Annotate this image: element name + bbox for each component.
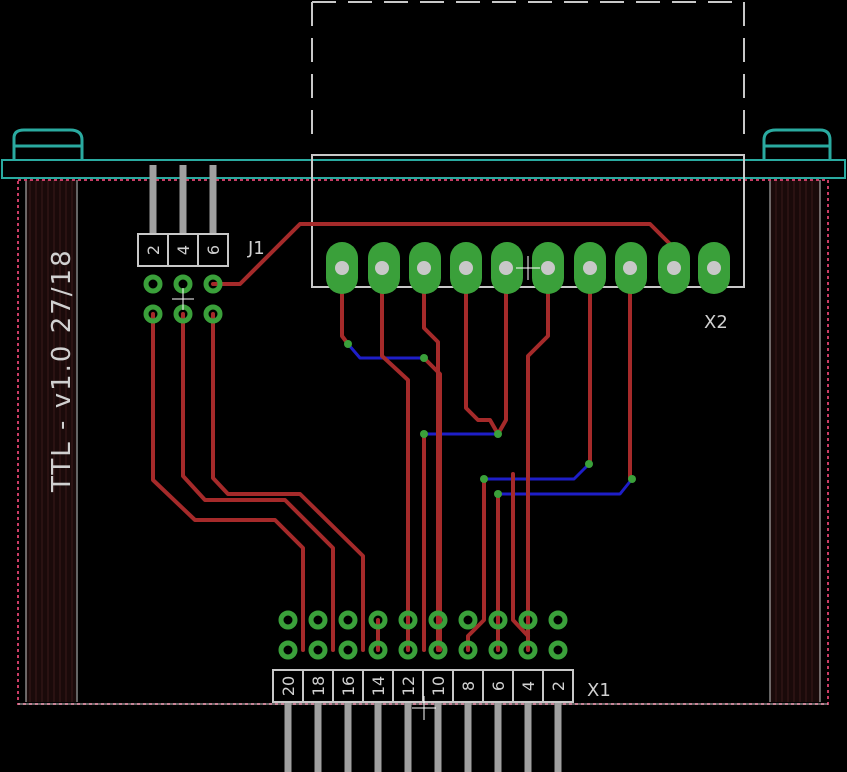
- x2-pads: [326, 242, 730, 294]
- x2-outline-dashed: [311, 1, 745, 135]
- x1-header: 20 18 16 14 12 10 8 6 4 2: [272, 610, 574, 772]
- mounting-tab-right: [762, 128, 832, 160]
- x2-pad: [409, 242, 441, 294]
- j1-pin-label: 4: [174, 245, 193, 255]
- side-rail-right: [769, 180, 821, 702]
- x1-pin-label: 4: [519, 681, 538, 691]
- x2-pad: [574, 242, 606, 294]
- x2-pad: [491, 242, 523, 294]
- x2-body: [311, 154, 745, 288]
- x2-label: X2: [704, 312, 728, 333]
- j1-pin-label: 6: [204, 245, 223, 255]
- top-layer-traces: [151, 222, 676, 652]
- x2-pad: [658, 242, 690, 294]
- x1-pin-label: 10: [429, 676, 448, 696]
- x1-pin-label: 6: [489, 681, 508, 691]
- j1-label: J1: [247, 238, 265, 259]
- x1-pin-label: 18: [309, 676, 328, 696]
- board-outline: [17, 179, 829, 705]
- x2-pad: [615, 242, 647, 294]
- x2-pad: [698, 242, 730, 294]
- side-rail-left: [25, 180, 78, 702]
- x2-pad: [326, 242, 358, 294]
- x2-pad: [450, 242, 482, 294]
- x1-pin-label: 2: [549, 681, 568, 691]
- j1-header: 2 4 6: [137, 165, 229, 324]
- x1-pin-label: 16: [339, 676, 358, 696]
- x2-pad: [532, 242, 564, 294]
- crosshair-marker: [412, 256, 540, 720]
- board-title: TTL - v1.0 27/18: [47, 248, 77, 493]
- x1-pin-label: 20: [279, 676, 298, 696]
- x1-pin-label: 8: [459, 681, 478, 691]
- x1-pin-label: 14: [369, 676, 388, 696]
- front-panel-line: [1, 159, 846, 179]
- x1-pin-label: 12: [399, 676, 418, 696]
- j1-pin-label: 2: [144, 245, 163, 255]
- x2-pad: [368, 242, 400, 294]
- x1-label: X1: [587, 680, 611, 701]
- mounting-tab-left: [12, 128, 84, 160]
- vias: [344, 340, 636, 498]
